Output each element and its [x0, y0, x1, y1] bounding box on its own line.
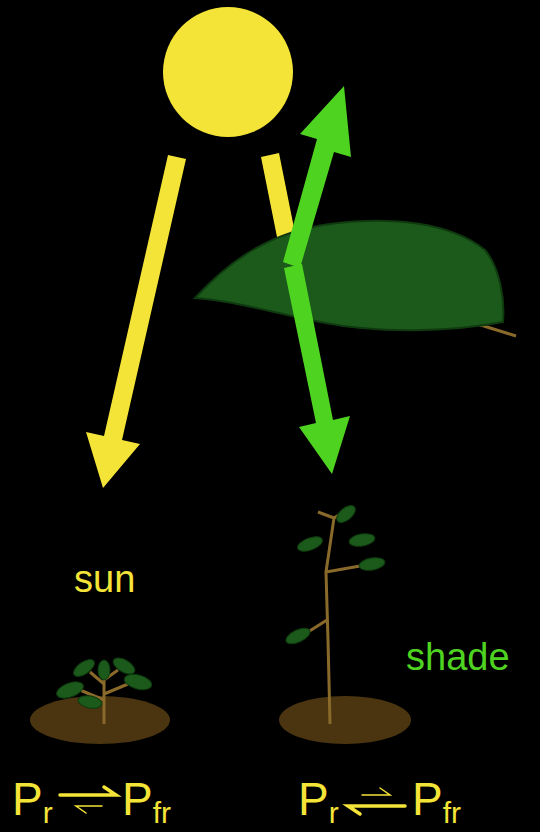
- condition-label: sun: [74, 560, 135, 598]
- soil-patch: [279, 696, 411, 744]
- sun-disc: [163, 7, 293, 137]
- filtered-light-arrow: [284, 264, 350, 474]
- phytochrome-form: Pr: [298, 776, 339, 828]
- equilibrium-arrows: [348, 788, 405, 814]
- shading-leaf: [195, 221, 503, 331]
- phytochrome-form: Pr: [12, 776, 53, 828]
- plant-leaves: [284, 502, 386, 647]
- condition-label: shade: [406, 638, 510, 676]
- equilibrium-arrows: [60, 787, 116, 813]
- phytochrome-form: Pfr: [122, 776, 171, 828]
- sunlight-arrow: [86, 155, 186, 488]
- reflected-light-arrow: [283, 86, 351, 268]
- phytochrome-form: Pfr: [412, 776, 461, 828]
- plant-leaves: [54, 655, 153, 710]
